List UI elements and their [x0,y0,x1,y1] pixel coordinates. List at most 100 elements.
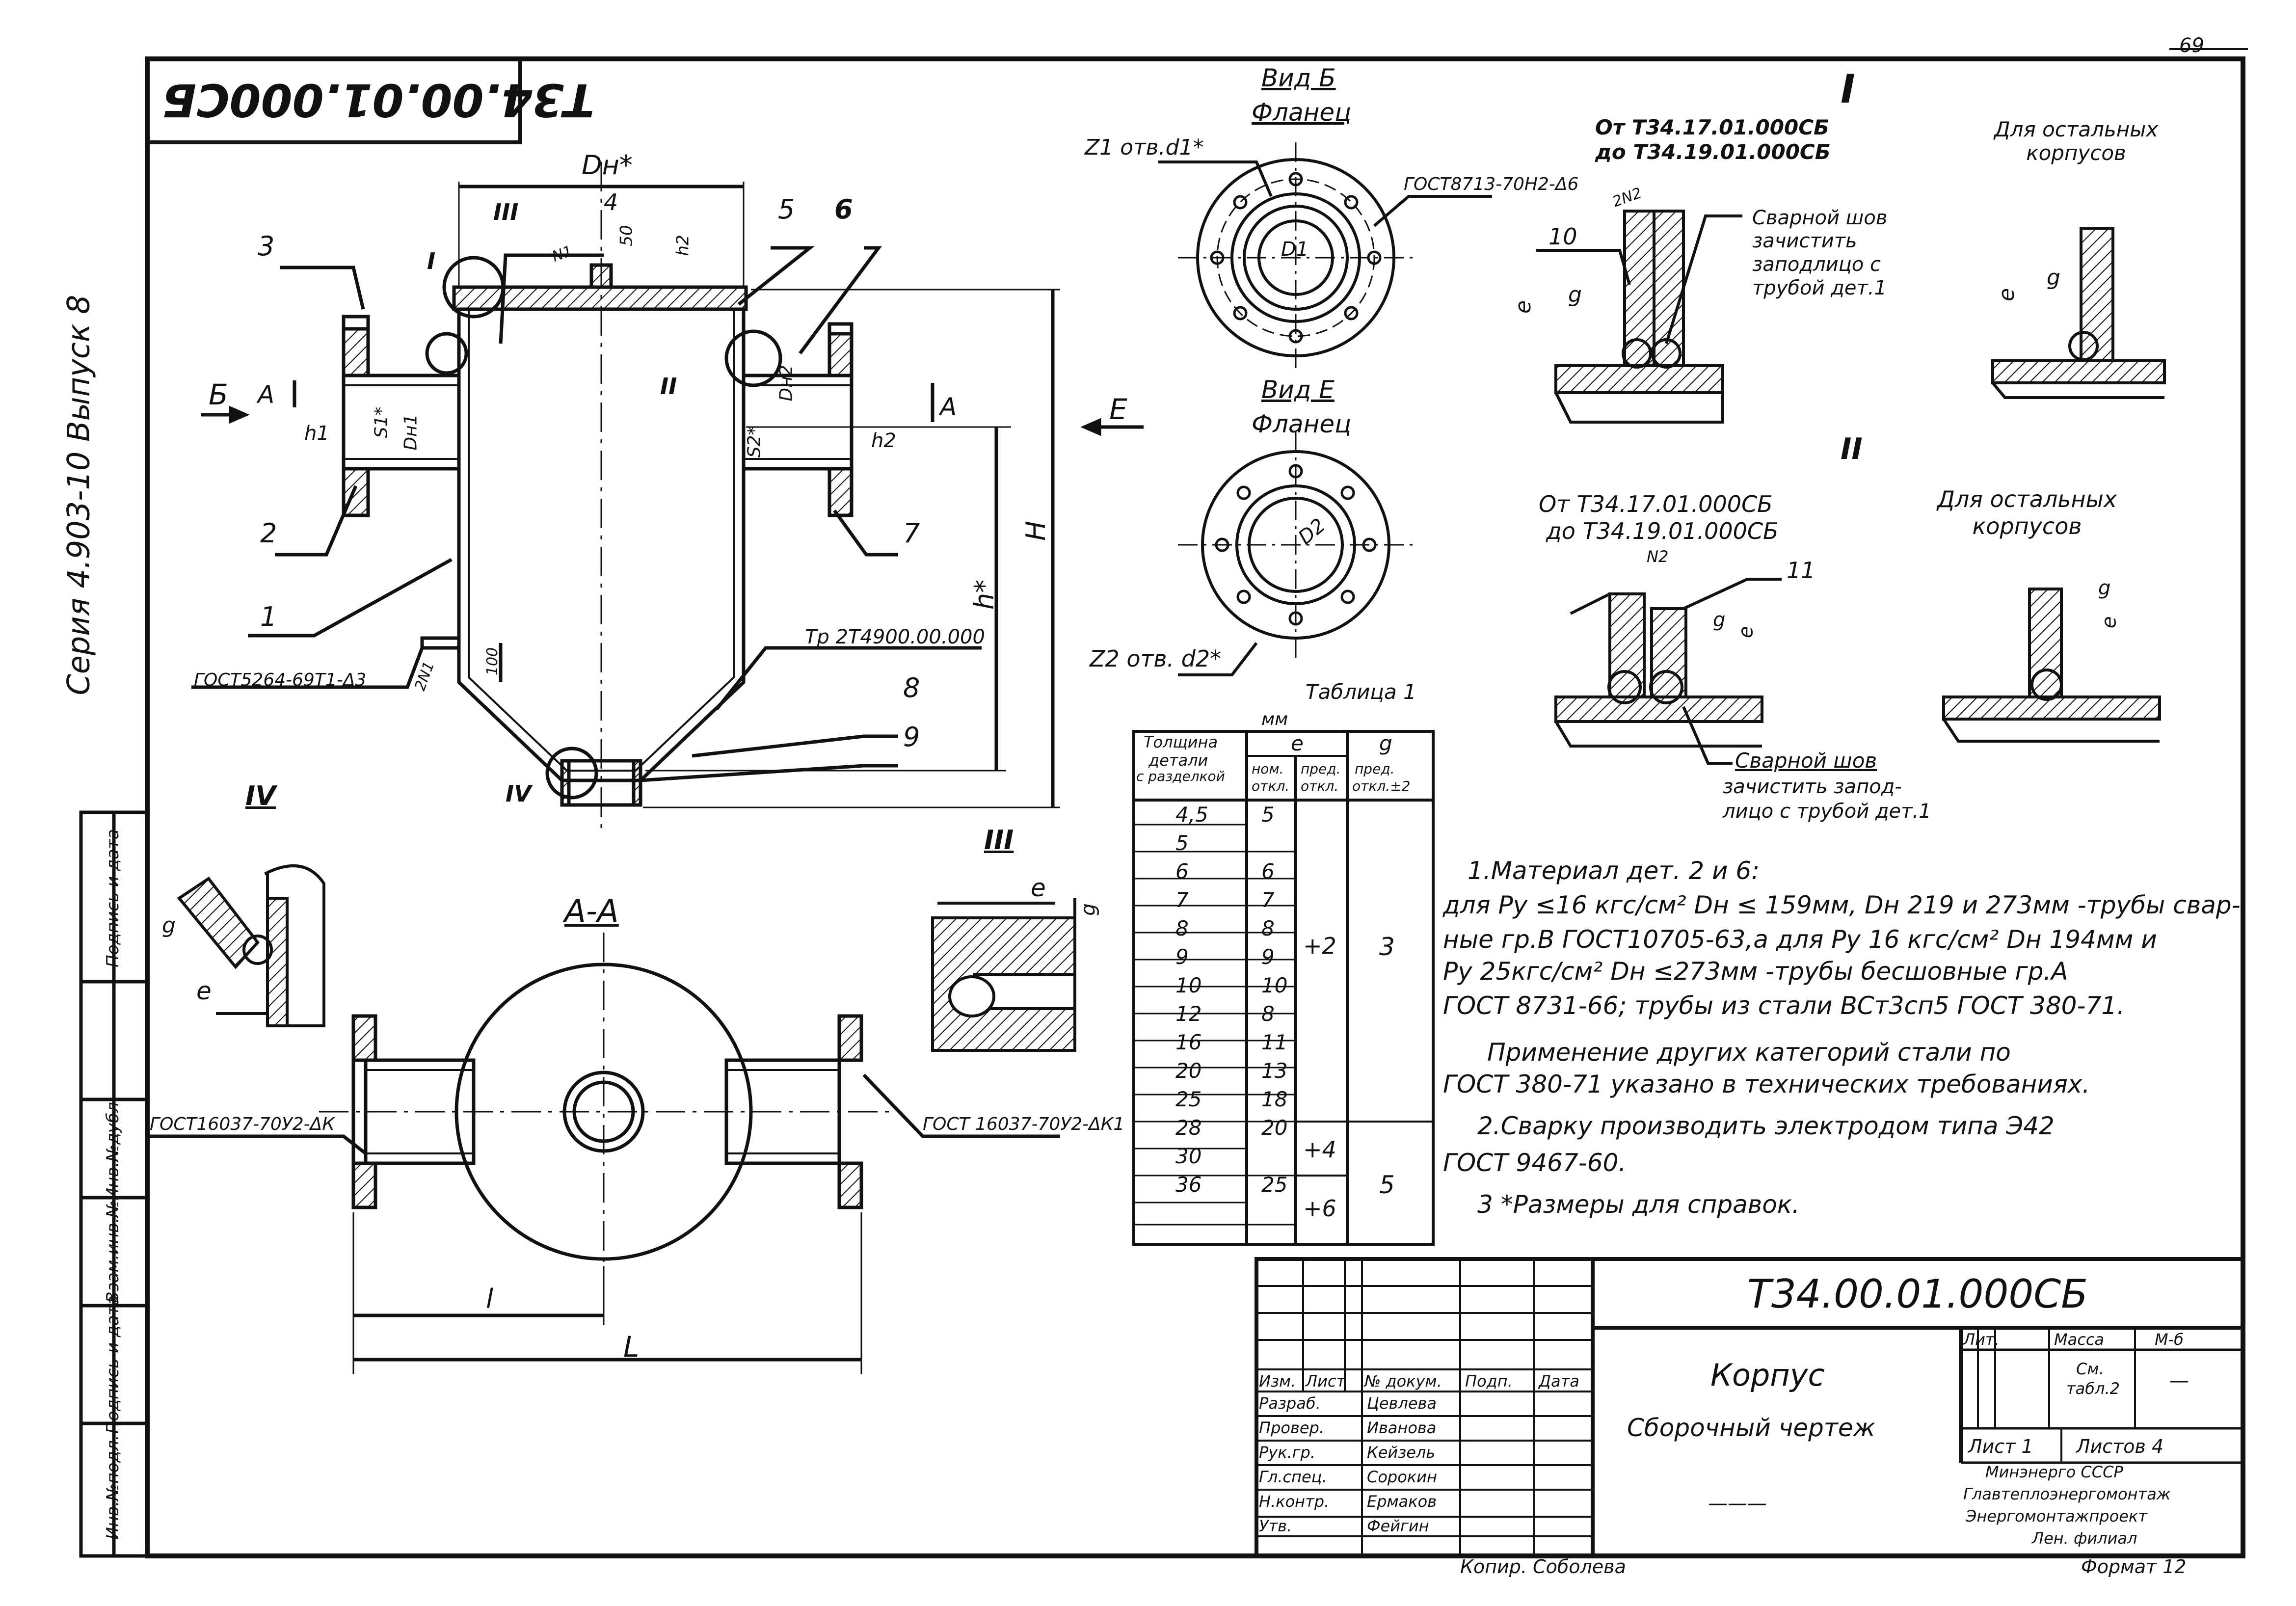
callout-3: 3 [258,231,275,262]
detail-I-from: От Т34.17.01.000СБ [1595,115,1830,139]
detail-II-n2: N2 [1647,547,1669,566]
roman-II-main: II [660,373,677,400]
table1-thickness: 20 [1175,1059,1202,1083]
detail-II-callout-11: 11 [1787,557,1815,584]
detail-III-e: e [1031,874,1046,902]
detail-II-title: II [1841,432,1863,466]
detail-II-weld-note-1: Сварной шов [1735,749,1877,773]
tb-lit: Лит. [1963,1330,2000,1349]
table1-e-nominal: 20 [1261,1116,1288,1140]
detail-I-weld-note-2: зачистить [1752,230,1857,252]
section-aa-L: L [623,1330,640,1364]
detail-I-e-other: e [1994,288,2020,302]
table1-g-a: 3 [1379,933,1395,961]
tb-org-4: Лен. филиал [2032,1529,2137,1548]
section-aa-gost-right: ГОСТ 16037-70У2-ΔК1 [923,1114,1125,1134]
detail-I-weld-note-4: трубой дет.1 [1752,277,1887,299]
margin-podpis-2: Подпись и дата [103,829,123,967]
table1-e-nominal: 13 [1261,1059,1288,1083]
main-assembly-view [191,162,1144,834]
note-line: 1.Материал дет. 2 и 6: [1468,857,1760,885]
table1-e-nominal: 25 [1261,1173,1288,1197]
detail-II-drawings [1554,578,2161,765]
detail-I-other: Для остальных корпусов [1994,117,2159,165]
note-line: Применение других категорий стали по [1487,1038,2011,1067]
title-dash: ——— [1708,1492,1767,1515]
title-block-grid [1255,1257,2245,1558]
view-b-flange [1158,142,1492,373]
view-e-subtitle: Фланец [1252,410,1352,438]
table1-e-pred-2: откл. [1301,778,1339,794]
table1-thickness: 5 [1175,831,1189,855]
tb-format: Формат 12 [2081,1556,2187,1578]
table1-thickness: 36 [1175,1173,1202,1197]
tb-role-name: Сорокин [1367,1468,1437,1486]
tr-reference: Тр 2Т4900.00.000 [805,626,985,648]
series-label: Серия 4.903-10 Выпуск 8 [60,294,97,696]
tb-hdr-dokum: № докум. [1364,1372,1442,1391]
view-b-gost: ГОСТ8713-70Н2-Δ6 [1404,174,1579,194]
table1-e-header: e [1291,731,1304,755]
note-line: 3 *Размеры для справок. [1477,1190,1800,1219]
table1-e-nominal: 9 [1261,945,1275,969]
roman-III-main: III [493,199,519,225]
table1-e-nom-2: откл. [1252,778,1290,794]
table-1-grid [1132,730,1435,1246]
detail-II-e: e [1735,626,1758,639]
s2-dim: S2* [744,426,765,458]
H-dim: H [1020,521,1051,541]
detail-II-g-other: g [2098,577,2111,599]
detail-I-e: e [1511,300,1536,314]
detail-II-other: Для остальных корпусов [1937,486,2117,539]
table1-thickness: 30 [1175,1144,1202,1168]
tb-role: Утв. [1259,1517,1292,1535]
note-line: ГОСТ 9467-60. [1443,1149,1627,1177]
top-left-stamp-frame [145,57,522,144]
table1-e-nominal: 5 [1261,803,1275,827]
tb-role: Рук.гр. [1259,1443,1316,1462]
note-line: 2.Сварку производить электродом типа Э42 [1477,1112,2055,1140]
callout-2: 2 [260,518,277,549]
table1-title: Таблица 1 [1306,680,1416,704]
table1-e-nominal: 8 [1261,1002,1275,1026]
view-b-d1: D1 [1281,238,1309,261]
title-name: Корпус [1710,1357,1825,1393]
dim-50: 50 [616,225,637,246]
title-doc-number: Т34.00.01.000СБ [1747,1271,2088,1317]
top-left-stamp: Т34.00.01.000СБ [162,74,595,126]
margin-inv-dubl: Инв.№дубл. [103,1097,123,1201]
h-star-dim: h* [969,579,1000,610]
tb-masshtab: М-б [2155,1330,2184,1349]
callout-4: 4 [604,189,618,215]
tb-sheet: Лист 1 [1968,1436,2033,1457]
dim-100: 100 [484,647,502,676]
detail-I-title: I [1841,66,1855,112]
callout-1: 1 [260,601,277,632]
section-a-left: А [258,380,275,409]
table1-thickness: 7 [1175,888,1189,912]
tb-hdr-data: Дата [1539,1372,1579,1391]
tb-org-3: Энергомонтажпроект [1966,1507,2147,1526]
table1-thickness: 6 [1175,859,1189,883]
table1-e-nom-1: ном. [1252,761,1284,777]
section-aa-view [147,933,1060,1374]
dn2-dim: Dн2 [776,365,797,402]
sheet-frame [145,48,2248,1558]
detail-I-callout-10: 10 [1548,223,1577,250]
tb-role: Н.контр. [1259,1492,1330,1511]
table1-thickness: 16 [1175,1030,1202,1054]
detail-I-weld-note-1: Сварной шов [1752,207,1888,229]
tb-copied: Копир. Соболева [1460,1556,1626,1578]
roman-IV-main: IV [506,780,532,807]
tb-role-name: Иванова [1367,1419,1437,1437]
view-b-arrow-label: Б [209,378,228,411]
detail-IV-title: IV [245,780,276,811]
table1-thickness: 25 [1175,1087,1202,1111]
table1-pred-b: +4 [1303,1136,1336,1163]
tb-sheets: Листов 4 [2076,1436,2164,1457]
callout-6: 6 [834,194,853,225]
table1-thickness: 8 [1175,916,1189,940]
section-aa-title: А-А [564,893,619,930]
tb-role-name: Цевлева [1367,1394,1437,1413]
section-a-right: А [940,393,957,421]
